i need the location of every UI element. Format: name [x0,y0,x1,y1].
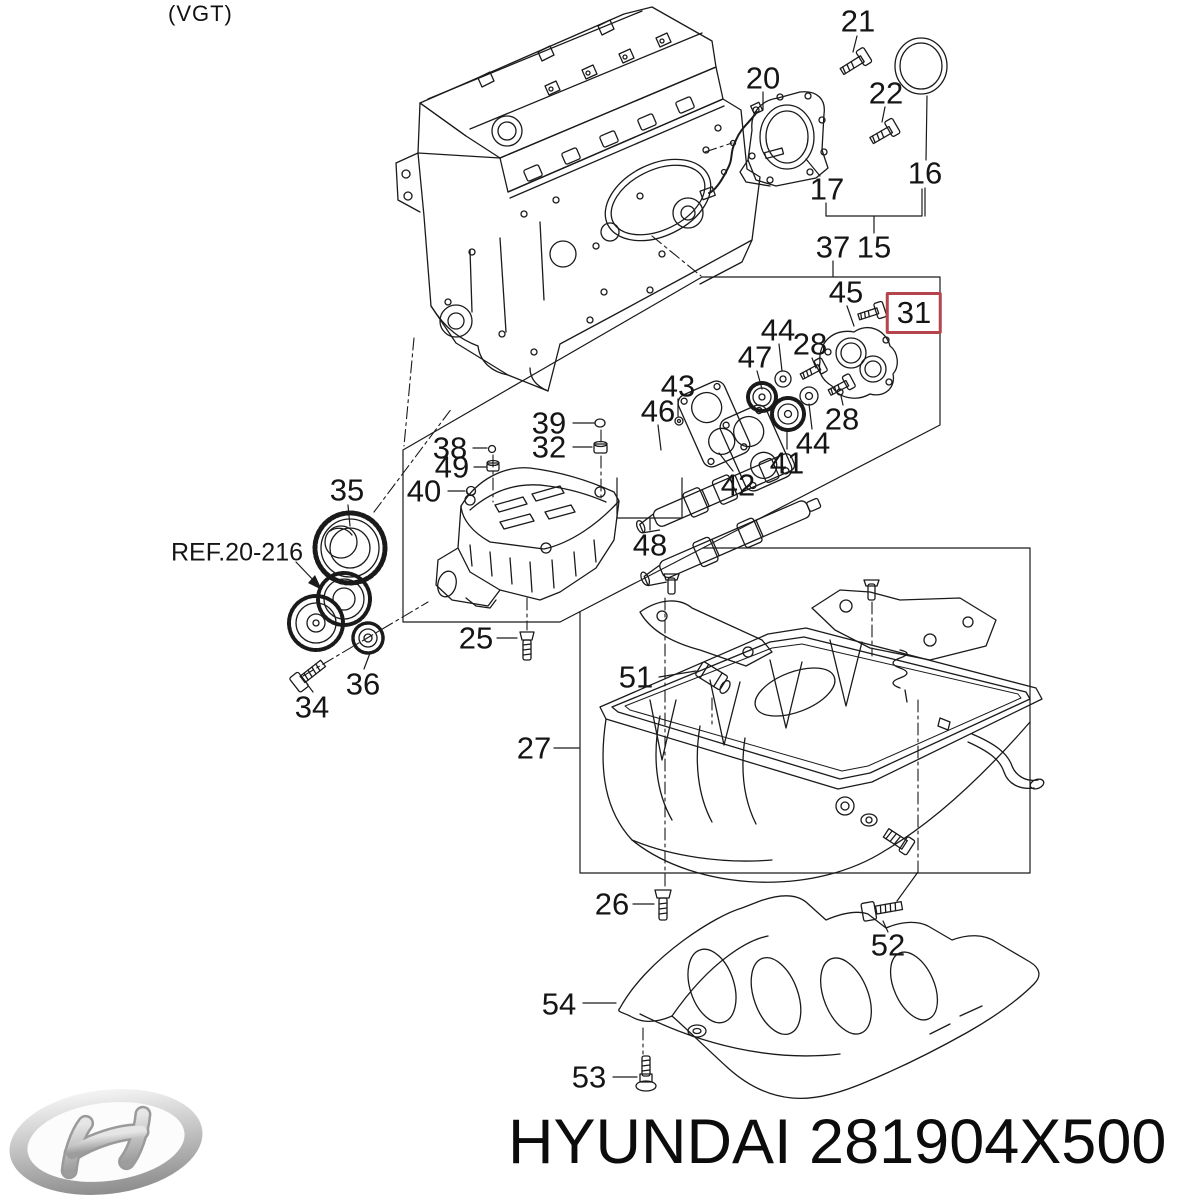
oil-screen-51 [695,661,731,694]
callout-48: 48 [632,527,668,563]
callout-46: 46 [640,393,676,429]
callout-25: 25 [458,620,494,656]
baffle-plate-54 [618,895,1040,1100]
bolt-26 [654,889,672,921]
callout-37: 37 [815,229,851,265]
leader-lines [295,35,928,1078]
mount-bracket-right [811,579,997,703]
callout-ref-20-216: REF.20-216 [170,538,304,567]
bolt-31 [857,300,888,321]
callout-31: 31 [885,292,943,334]
part-number: 281904X500 [809,1107,1167,1177]
footer-part-number: HYUNDAI 281904X500 [508,1106,1166,1178]
bolt-22 [869,117,901,145]
bolt-34 [289,659,327,693]
callout-22: 22 [868,75,904,111]
callout-54: 54 [541,986,577,1022]
washer-44-upper [774,370,792,388]
engine-block-drawing [395,6,761,392]
plug-40 [465,485,477,497]
callout-20: 20 [745,60,781,96]
callout-28: 28 [824,401,860,437]
support-plates-42 [677,380,793,492]
bolt-21 [839,47,873,76]
balance-shaft-group-box [402,276,941,623]
callout-43: 43 [660,368,696,404]
rear-seal-ring [894,37,948,95]
phantom-lines [302,142,919,1055]
bushing-32 [593,440,608,454]
bolt-25 [519,631,535,661]
oil-pan-group-box [579,547,1031,874]
gear-35 [312,510,388,586]
callout-53: 53 [571,1059,607,1095]
callout-28: 28 [792,326,828,362]
callout-51: 51 [618,659,654,695]
gear-36 [351,621,385,655]
gear-41 [770,396,806,432]
callout-35: 35 [329,472,365,508]
callout-41: 41 [769,445,805,481]
plug-39 [594,418,606,428]
plug-38 [487,444,497,454]
callout-44: 44 [795,425,831,461]
pin-43 [674,416,684,426]
callout-39: 39 [531,405,567,441]
gear-cluster-ref [287,571,372,652]
oil-pan-drawing [599,627,1045,883]
callout-16: 16 [907,155,943,191]
oil-pump-cover-45 [818,327,898,399]
callout-52: 52 [870,927,906,963]
washer-44-lower [799,386,819,406]
callout-27: 27 [516,730,552,766]
callout-44: 44 [760,312,796,348]
bolt-53 [635,1055,657,1092]
variant-note: (VGT) [168,1,233,26]
balance-shaft-lower [640,497,822,587]
hyundai-logo-icon [2,1084,218,1200]
callout-21: 21 [840,3,876,39]
mount-bracket-left [639,573,773,667]
callout-49: 49 [434,449,470,485]
balance-shaft-upper [635,453,796,534]
callout-40: 40 [406,473,442,509]
callout-38: 38 [432,430,468,466]
brand-name: HYUNDAI [508,1107,792,1177]
balance-shaft-module [435,467,620,609]
callout-47: 47 [737,339,773,375]
callout-15: 15 [856,229,892,265]
callout-42: 42 [720,467,756,503]
callout-17: 17 [809,171,845,207]
crank-position-sensor-wire [699,101,764,201]
callout-32: 32 [531,429,567,465]
callout-34: 34 [294,689,330,725]
callout-36: 36 [345,666,381,702]
callout-45: 45 [828,274,864,310]
callout-26: 26 [594,886,630,922]
